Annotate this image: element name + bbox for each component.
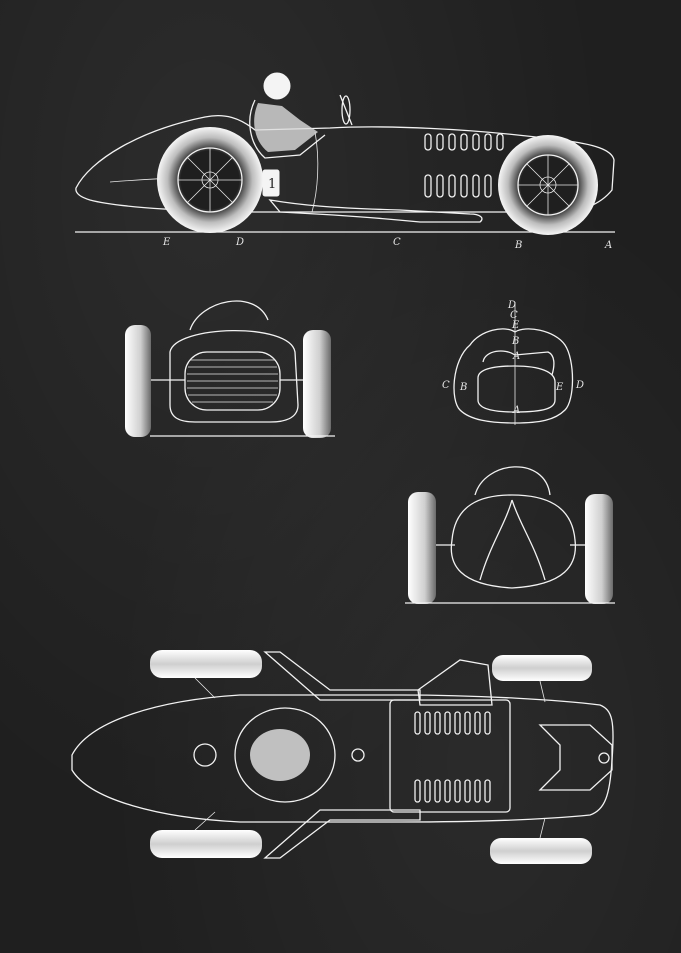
rear-view — [405, 466, 615, 604]
radiator-grille — [184, 351, 281, 411]
front-view-right-tyre — [303, 330, 331, 438]
top-louvres-upper — [414, 711, 491, 735]
section-label-right-d: D — [575, 380, 584, 391]
top-exhaust-right — [263, 809, 421, 859]
driver-figure — [249, 72, 353, 159]
front-view — [125, 300, 335, 438]
side-exhaust — [268, 199, 483, 223]
top-louvres-lower — [414, 779, 491, 803]
top-view — [71, 650, 614, 864]
top-view-rear-right-tyre — [150, 830, 262, 858]
section-label-left-b: B — [459, 382, 467, 393]
side-view: 1 E D C B A — [75, 72, 615, 251]
side-label-d: D — [235, 237, 244, 248]
rear-body-outline — [450, 494, 577, 589]
section-label-top-d: D — [507, 300, 516, 311]
section-label-top-c: C — [510, 310, 518, 321]
side-label-a: A — [604, 240, 612, 251]
cockpit-opening — [234, 707, 336, 803]
driver-helmet-top — [250, 729, 310, 781]
section-label-upper-a: A — [512, 351, 520, 362]
side-label-c: C — [393, 237, 401, 248]
section-label-left-c: C — [442, 380, 450, 391]
rear-view-right-tyre — [585, 494, 613, 604]
top-body-outline — [71, 694, 614, 823]
section-label-upper-b: B — [511, 336, 519, 347]
side-front-wheel — [498, 135, 598, 235]
top-view-rear-left-tyre — [150, 650, 262, 678]
top-view-front-left-tyre — [492, 655, 592, 681]
section-label-bottom-a: A — [512, 405, 520, 416]
side-label-e: E — [162, 237, 171, 248]
side-label-b: B — [514, 240, 522, 251]
top-exhaust-left — [263, 651, 421, 701]
cross-section: D C E B A C B E D A — [442, 300, 584, 425]
number-plate — [262, 169, 280, 197]
section-label-right-e: E — [555, 382, 564, 393]
side-rear-wheel — [157, 127, 263, 233]
rear-view-left-tyre — [408, 492, 436, 604]
top-view-front-right-tyre — [490, 838, 592, 864]
nose-intake — [538, 724, 613, 791]
side-louvres-upper — [424, 133, 504, 151]
front-view-left-tyre — [125, 325, 151, 437]
section-label-top-e: E — [511, 320, 520, 331]
side-louvres-lower — [424, 174, 492, 198]
driver-number: 1 — [268, 177, 276, 192]
